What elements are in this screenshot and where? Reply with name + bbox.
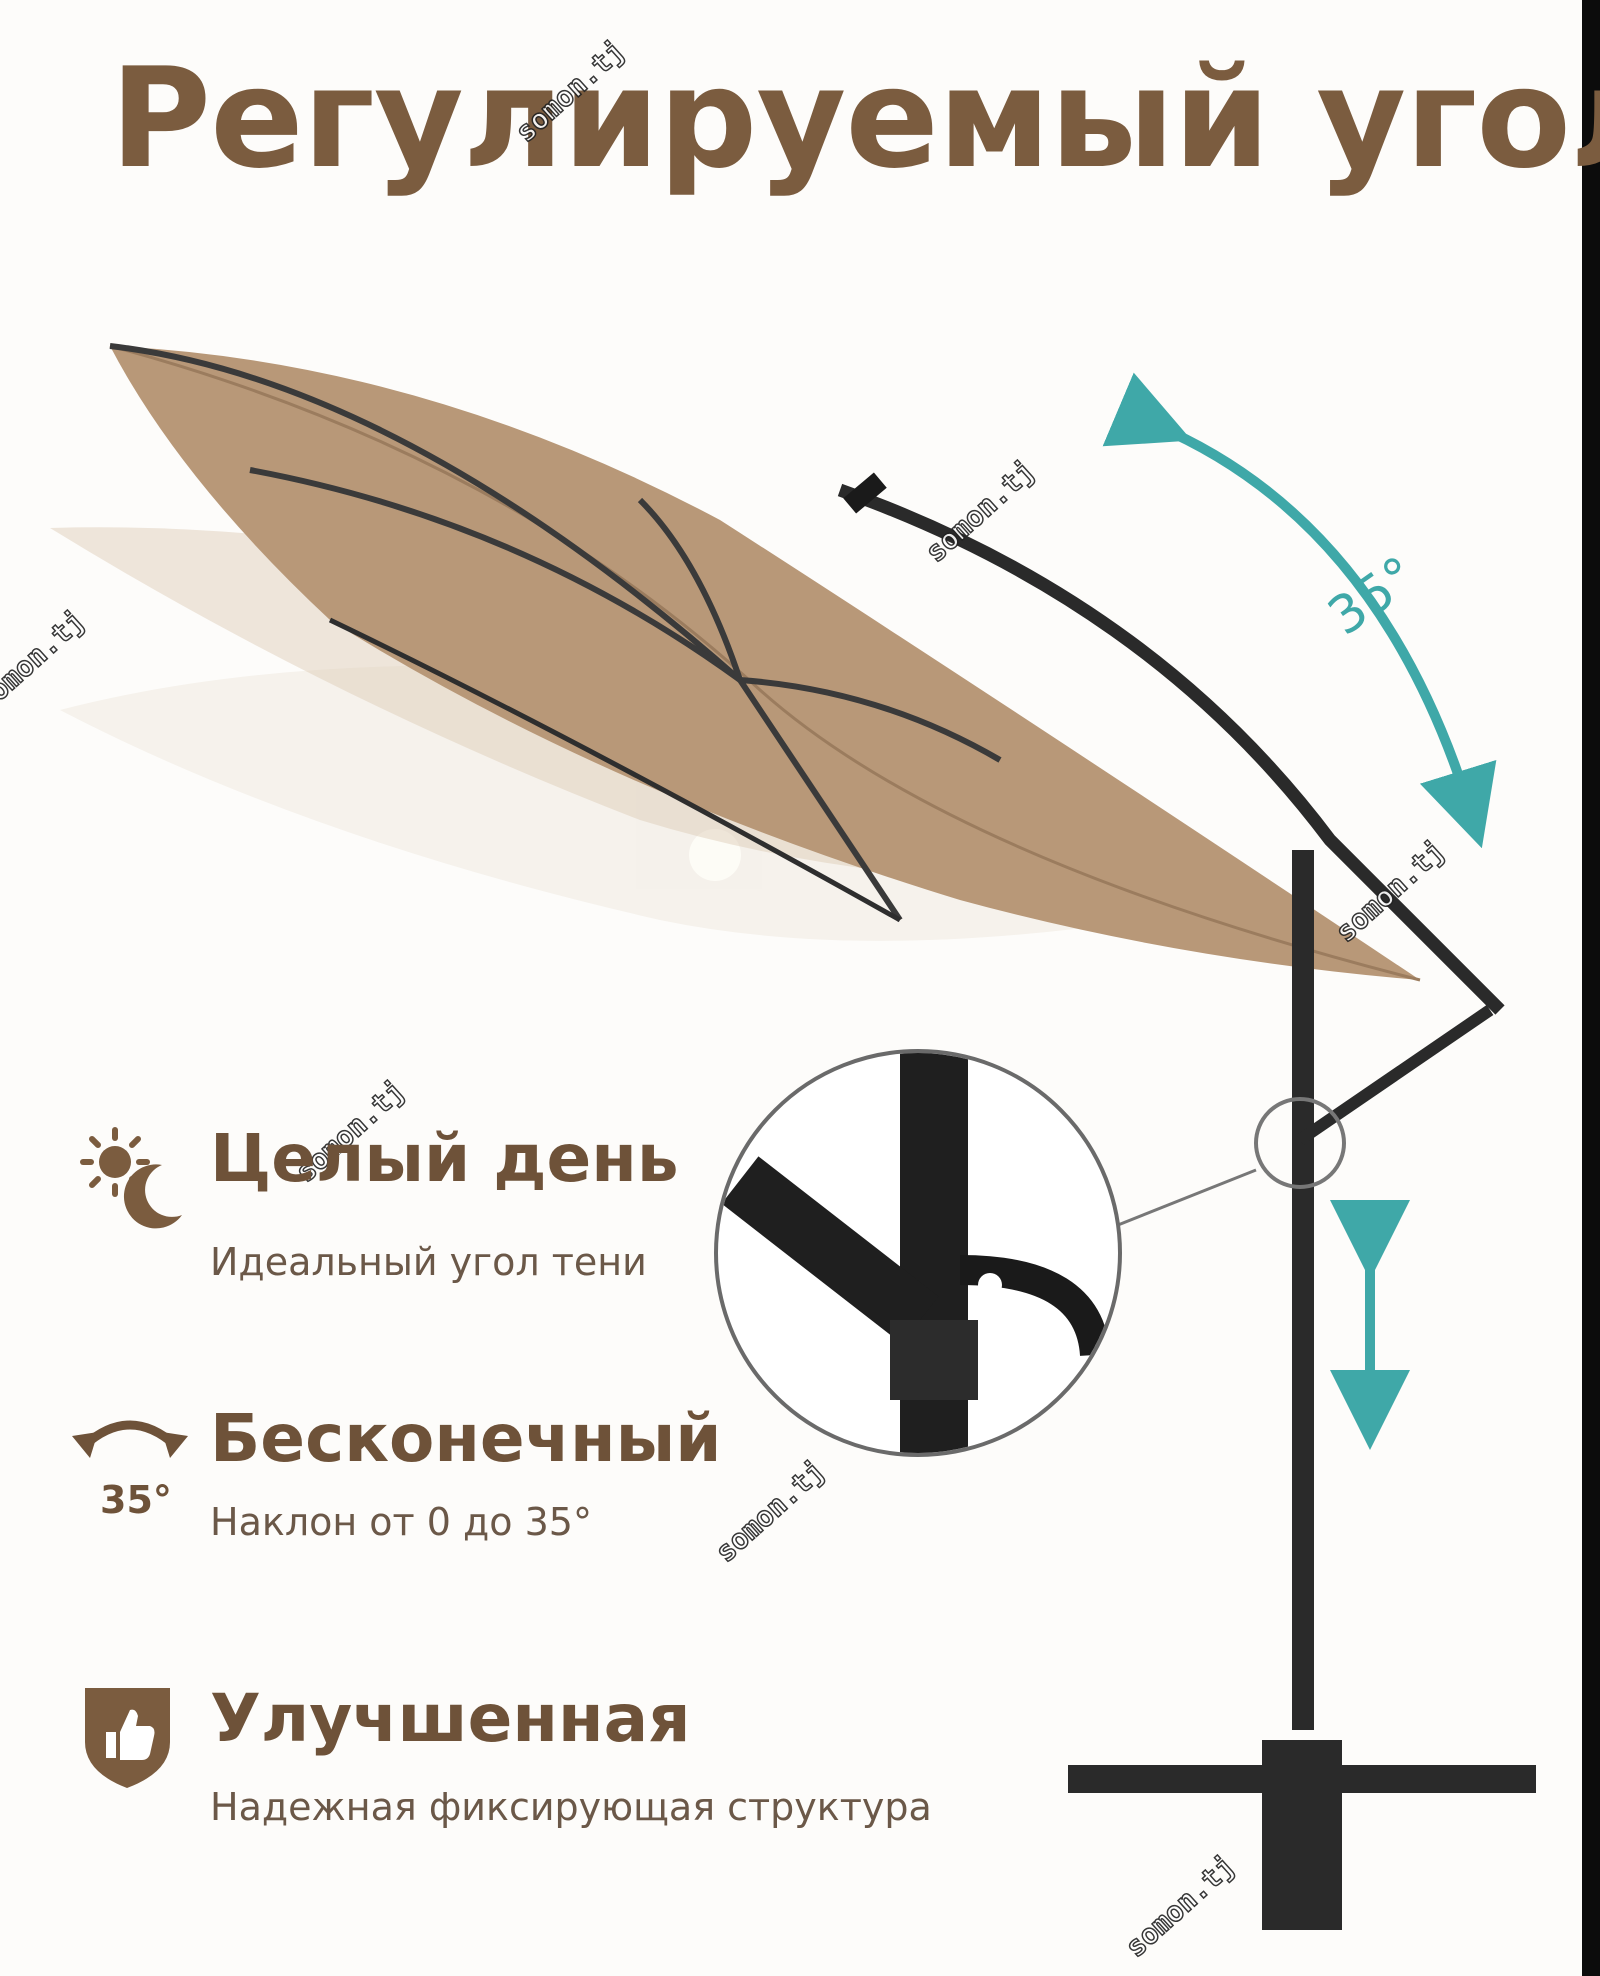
tilt-icon-label: 35° — [100, 1478, 172, 1522]
zoom-connector — [1117, 1168, 1257, 1227]
crank-detail-zoom — [714, 1049, 1122, 1457]
umbrella-illustration: 35° — [50, 343, 1536, 1930]
main-canopy — [109, 343, 1421, 982]
feature-desc: Надежная фиксирующая структура — [210, 1785, 932, 1829]
feature-desc: Наклон от 0 до 35° — [210, 1500, 592, 1544]
tilt-arrow-icon — [72, 1420, 188, 1458]
shield-thumb-icon — [85, 1688, 170, 1788]
page-title: Регулируемый угол — [110, 38, 1600, 199]
feature-desc: Идеальный угол тени — [210, 1240, 647, 1284]
sun-moon-icon — [80, 1127, 182, 1229]
feature-title: Бесконечный — [210, 1400, 722, 1477]
frame-edge — [1582, 0, 1600, 1976]
tilt-arc-arrow — [1102, 372, 1497, 849]
feature-title: Улучшенная — [210, 1680, 691, 1757]
feature-all-day: Целый день Идеальный угол тени — [70, 1120, 970, 1320]
feature-tilt: 35° Бесконечный Наклон от 0 до 35° — [70, 1400, 970, 1560]
umbrella-frame — [837, 472, 1536, 1930]
feature-title: Целый день — [210, 1120, 679, 1197]
feature-reinforced: Улучшенная Надежная фиксирующая структур… — [70, 1680, 970, 1850]
